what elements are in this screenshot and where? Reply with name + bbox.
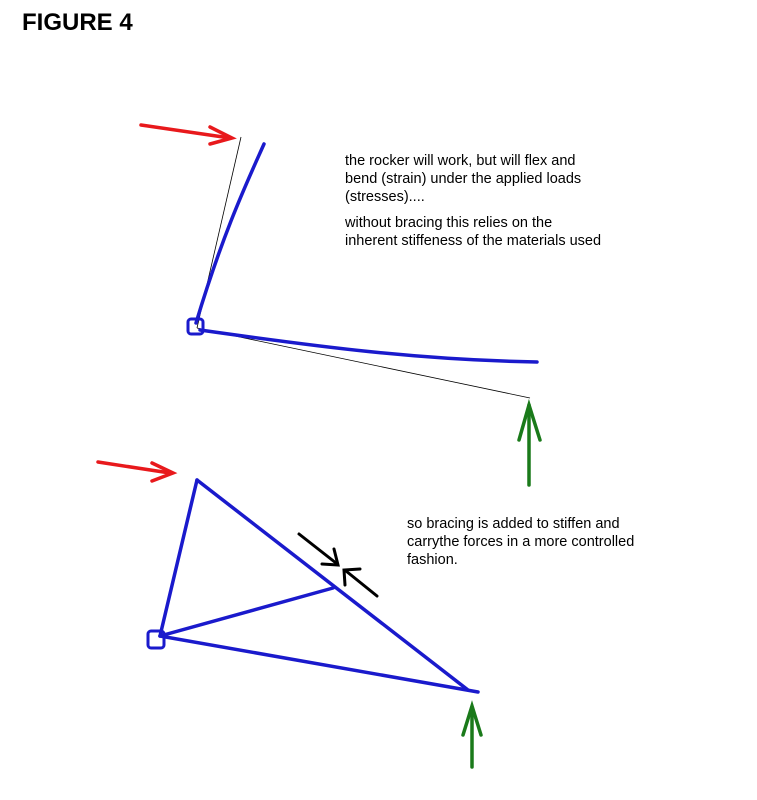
flex-note-line: inherent stiffeness of the materials use… [345, 233, 602, 249]
reaction-arrow [517, 398, 542, 487]
compression-arrow-lower [342, 567, 379, 598]
flex-note-paragraph-1: the rocker will work, but will flex and … [345, 152, 645, 206]
flexed-horizontal-member [198, 328, 539, 364]
flexed-vertical-member [194, 142, 266, 325]
compression-arrow-upper [297, 532, 340, 567]
flex-explanation-note: the rocker will work, but will flex and … [345, 152, 645, 250]
braced-rocker [96, 460, 483, 769]
flex-note-line: the rocker will work, but will flex and [345, 153, 576, 169]
flex-note-line: without bracing this relies on the [345, 215, 553, 231]
flex-note-line: (stresses).... [345, 189, 425, 205]
braced-hypotenuse-member [195, 478, 470, 692]
reaction-arrow [461, 700, 483, 769]
pivot-square-icon [186, 317, 205, 336]
brace-note-line: so bracing is added to stiffen and [407, 516, 620, 532]
brace-note-line: carrythe forces in a more controlled [407, 534, 635, 550]
unbraced-rocker [139, 123, 542, 487]
bracing-explanation-note: so bracing is added to stiffen and carry… [407, 515, 697, 569]
figure-title: FIGURE 4 [22, 9, 133, 36]
reference-line-horizontal [196, 327, 531, 399]
bracing-strut [158, 586, 335, 638]
load-arrow [139, 123, 237, 146]
flex-note-paragraph-2: without bracing this relies on the inher… [345, 214, 645, 250]
braced-bottom-member [158, 634, 480, 694]
flex-note-line: bend (strain) under the applied loads [345, 171, 582, 187]
load-arrow [96, 460, 178, 483]
pivot-square-icon [146, 629, 166, 650]
brace-note-line: fashion. [407, 552, 458, 568]
braced-left-member [158, 478, 199, 638]
brace-note-paragraph: so bracing is added to stiffen and carry… [407, 515, 697, 569]
